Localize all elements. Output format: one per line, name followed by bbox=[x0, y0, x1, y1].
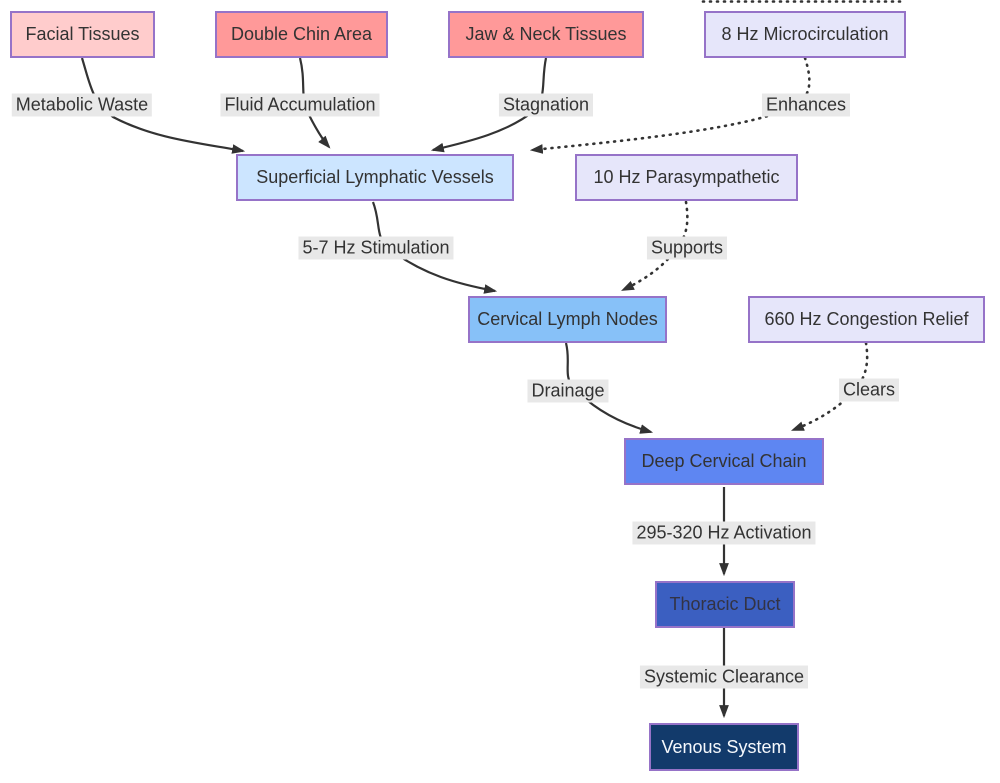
node-10hz-parasympathetic: 10 Hz Parasympathetic bbox=[575, 154, 798, 201]
node-facial-tissues: Facial Tissues bbox=[10, 11, 155, 58]
node-venous-system: Venous System bbox=[649, 723, 799, 771]
node-superficial-lymphatic-vessels: Superficial Lymphatic Vessels bbox=[236, 154, 514, 201]
edge-facial-to-superficial bbox=[80, 57, 246, 154]
edge-label-stagnation: Stagnation bbox=[498, 93, 594, 117]
edge-label-295-320hz-activation: 295-320 Hz Activation bbox=[632, 521, 816, 545]
node-deep-cervical-chain: Deep Cervical Chain bbox=[624, 438, 824, 485]
node-8hz-microcirculation: 8 Hz Microcirculation bbox=[704, 11, 906, 58]
node-thoracic-duct: Thoracic Duct bbox=[655, 581, 795, 628]
edge-label-systemic-clearance: Systemic Clearance bbox=[639, 665, 809, 689]
node-double-chin-area: Double Chin Area bbox=[215, 11, 388, 58]
edge-label-drainage: Drainage bbox=[527, 379, 609, 403]
edge-label-5-7hz-stimulation: 5-7 Hz Stimulation bbox=[298, 236, 454, 260]
node-jaw-neck-tissues: Jaw & Neck Tissues bbox=[448, 11, 644, 58]
edge-label-metabolic-waste: Metabolic Waste bbox=[11, 93, 153, 117]
edge-label-supports: Supports bbox=[646, 236, 728, 260]
node-660hz-congestion-relief: 660 Hz Congestion Relief bbox=[748, 296, 985, 343]
edge-label-fluid-accumulation: Fluid Accumulation bbox=[220, 93, 380, 117]
edge-micro-8hz-to-superficial bbox=[529, 56, 811, 154]
node-cervical-lymph-nodes: Cervical Lymph Nodes bbox=[468, 296, 667, 343]
edge-label-enhances: Enhances bbox=[761, 93, 851, 117]
edge-label-clears: Clears bbox=[838, 378, 900, 402]
